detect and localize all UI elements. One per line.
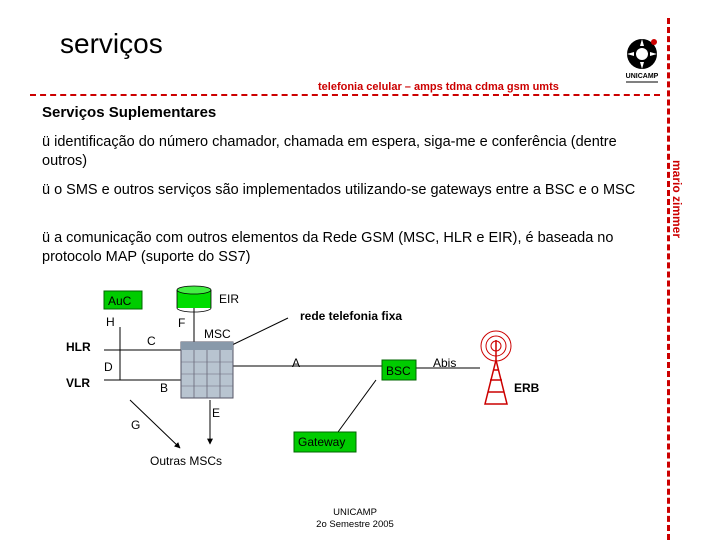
footer: UNICAMP 2o Semestre 2005	[300, 507, 410, 531]
right-divider	[667, 18, 670, 540]
label-bsc: BSC	[386, 364, 411, 378]
label-g: G	[131, 418, 141, 432]
label-fixed-network: rede telefonia fixa	[300, 309, 403, 323]
label-vlr: VLR	[66, 376, 90, 390]
slide-subtitle: telefonia celular – amps tdma cdma gsm u…	[318, 81, 559, 93]
label-msc: MSC	[204, 327, 231, 341]
erb-tower-icon	[480, 330, 512, 405]
bullet-3: ü a comunicação com outros elementos da …	[42, 230, 614, 265]
bullet-2: ü o SMS e outros serviços são implementa…	[42, 182, 636, 198]
footer-semester: 2o Semestre 2005	[316, 519, 394, 530]
label-f: F	[178, 316, 186, 330]
label-eir: EIR	[219, 292, 240, 306]
label-gateway: Gateway	[298, 435, 346, 449]
unicamp-logo: UNICAMP	[626, 39, 659, 83]
auc-box	[103, 290, 143, 310]
msc-equipment-icon	[180, 341, 234, 399]
label-outras-mscs: Outras MSCs	[150, 454, 223, 468]
label-erb: ERB	[514, 381, 540, 395]
label-d: D	[104, 360, 113, 374]
header-divider	[30, 94, 660, 96]
label-abis: Abis	[433, 356, 457, 370]
label-a: A	[292, 356, 301, 370]
gateway-box	[293, 431, 357, 453]
svg-text:UNICAMP: UNICAMP	[626, 73, 659, 80]
eir-cylinder	[176, 285, 212, 313]
link-gateway	[337, 379, 377, 433]
label-b: B	[160, 381, 169, 395]
label-e: E	[212, 406, 221, 420]
author-vertical: mario zimmer	[670, 160, 684, 239]
link-fixed-network	[231, 317, 289, 346]
footer-institution: UNICAMP	[333, 507, 377, 518]
label-hlr: HLR	[66, 340, 91, 354]
link-g	[129, 399, 181, 449]
section-heading: Serviços Suplementares	[42, 104, 217, 121]
label-c: C	[147, 334, 156, 348]
gsm-network-diagram	[103, 285, 512, 453]
label-auc: AuC	[108, 294, 132, 308]
label-h: H	[106, 315, 115, 329]
slide-title: serviços	[60, 28, 163, 59]
bullet-1: ü identificação do número chamador, cham…	[42, 134, 617, 169]
bsc-box	[381, 359, 417, 381]
